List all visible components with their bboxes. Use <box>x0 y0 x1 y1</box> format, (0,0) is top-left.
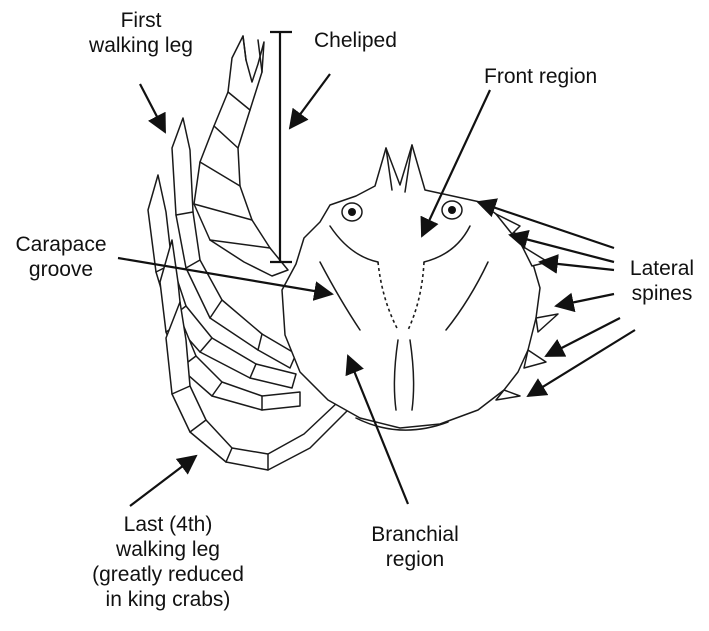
label-branchial-region-line-1: Branchial <box>360 522 470 547</box>
label-first-walking-leg-line-1: First <box>78 8 204 33</box>
label-carapace-groove: Carapace groove <box>6 232 116 282</box>
label-branchial-region-line-2: region <box>360 547 470 572</box>
label-carapace-groove-line-1: Carapace <box>6 232 116 257</box>
label-last-walking-leg: Last (4th) walking leg (greatly reduced … <box>68 512 268 612</box>
label-last-walking-leg-line-4: in king crabs) <box>68 587 268 612</box>
label-branchial-region: Branchial region <box>360 522 470 572</box>
label-lateral-spines-line-1: Lateral <box>620 256 704 281</box>
cheliped-claw <box>194 36 288 276</box>
label-lateral-spines: Lateral spines <box>620 256 704 306</box>
arrow-cheliped <box>290 74 330 128</box>
label-first-walking-leg: First walking leg <box>78 8 204 58</box>
cheliped-bracket <box>270 32 292 262</box>
arrow-lateral-spine-5 <box>546 318 620 356</box>
arrow-first-walking-leg <box>140 84 165 132</box>
label-carapace-groove-line-2: groove <box>6 257 116 282</box>
arrow-lateral-spine-3 <box>540 262 614 270</box>
label-front-region-text: Front region <box>484 64 597 89</box>
label-last-walking-leg-line-2: walking leg <box>68 537 268 562</box>
label-last-walking-leg-line-1: Last (4th) <box>68 512 268 537</box>
label-lateral-spines-line-2: spines <box>620 281 704 306</box>
label-front-region: Front region <box>484 64 597 89</box>
carapace <box>282 145 558 430</box>
arrow-last-walking-leg <box>130 456 196 506</box>
label-last-walking-leg-line-3: (greatly reduced <box>68 562 268 587</box>
arrow-lateral-spine-4 <box>556 294 614 306</box>
label-first-walking-leg-line-2: walking leg <box>78 33 204 58</box>
label-cheliped: Cheliped <box>314 28 397 53</box>
label-cheliped-text: Cheliped <box>314 28 397 53</box>
